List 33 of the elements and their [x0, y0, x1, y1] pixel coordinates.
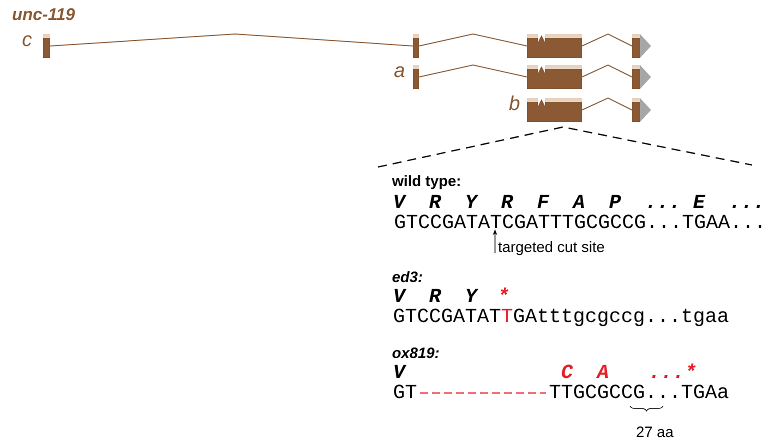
amino-acid: R — [501, 194, 514, 208]
amino-acid: E — [693, 194, 706, 208]
allele-heading: ed3: — [392, 271, 422, 282]
amino-acid: P — [609, 194, 621, 208]
stop-codon-mark: ...* — [652, 364, 696, 378]
dna-sequence: TTGCGCCG...TGAa — [550, 384, 728, 398]
amino-acid: Y — [466, 194, 478, 208]
stop-codon-mark: * — [500, 288, 508, 295]
dna-sequence: GTCCGATATCGATTTGCGCCG...TGAA... — [395, 214, 762, 228]
mutated-base: T — [502, 308, 512, 322]
amino-acid: C — [562, 364, 574, 378]
amino-acid: Y — [466, 288, 478, 302]
isoform-label: a — [394, 66, 404, 78]
isoform-label: c — [22, 35, 32, 46]
amino-acid: F — [538, 194, 550, 208]
amino-acid: A — [572, 194, 584, 208]
amino-acid: V — [394, 288, 407, 302]
isoform-label: b — [509, 96, 520, 110]
amino-acid: A — [596, 364, 608, 378]
amino-acid: ... — [732, 205, 760, 208]
amino-acid: ... — [648, 205, 676, 208]
dna-sequence: GT — [394, 384, 416, 398]
length-label: 27 aa — [636, 426, 674, 438]
annotation-text: targeted cut site — [498, 241, 604, 256]
gene-name: unc-119 — [12, 8, 75, 20]
amino-acid: V — [394, 194, 407, 208]
amino-acid: V — [394, 364, 407, 378]
amino-acid: R — [429, 288, 442, 302]
amino-acid: R — [429, 194, 442, 208]
allele-heading: ox819: — [392, 348, 439, 358]
allele-heading: wild type: — [392, 175, 460, 190]
dna-sequence: GAtttgcgccg...tgaa — [514, 308, 728, 326]
dna-sequence: GTCCGATAT — [394, 308, 500, 322]
